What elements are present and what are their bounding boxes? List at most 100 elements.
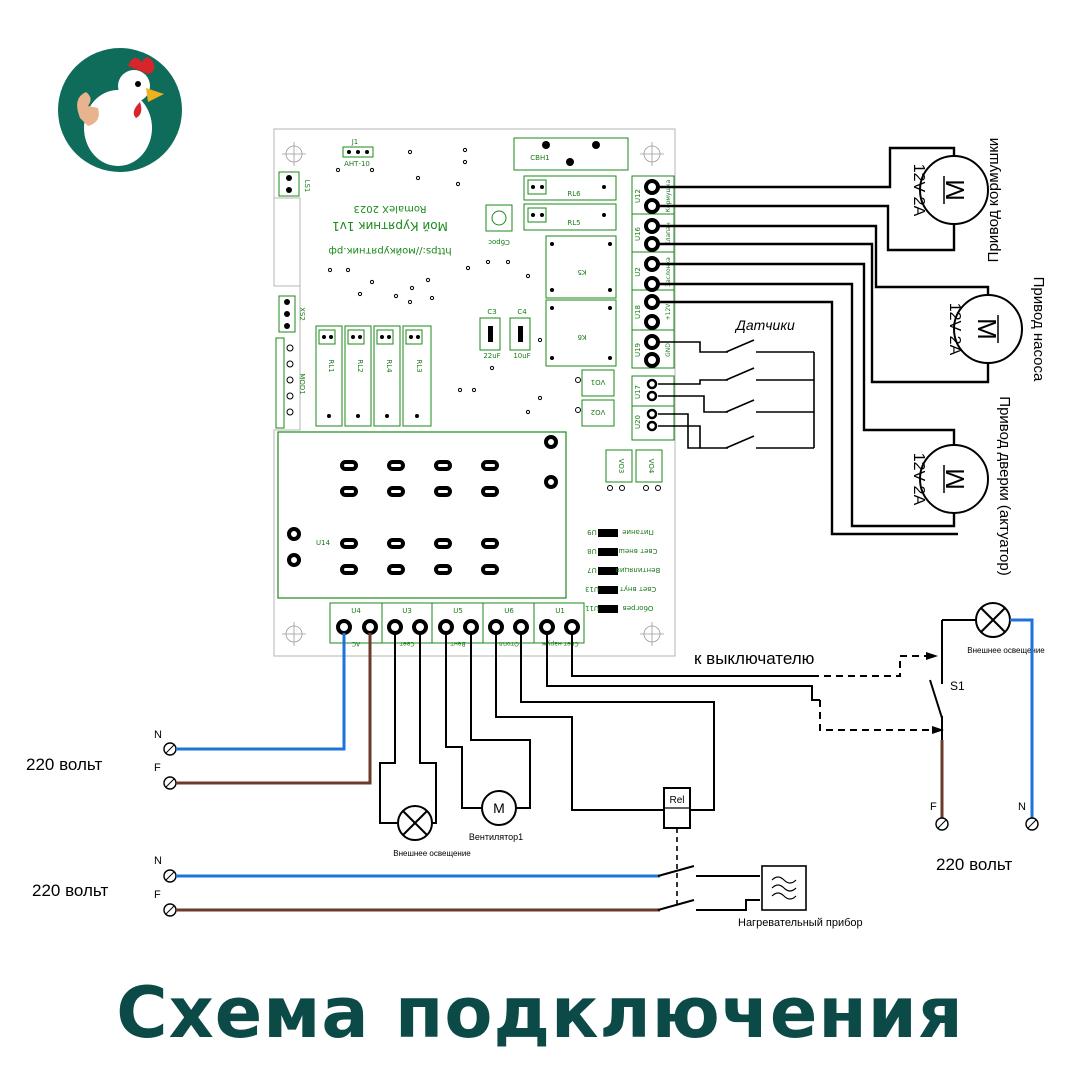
light-wire-a — [379, 633, 400, 824]
relay-rl2-label: RL2 — [356, 359, 364, 372]
fan-wire-a — [445, 633, 482, 809]
vo1-label: VO1 — [591, 378, 606, 386]
terminal-outlight-sub: Свет наруж — [541, 640, 579, 647]
xs2-label: XS2 — [298, 307, 306, 321]
sensor-terminal-block: U17 U20 — [631, 375, 675, 441]
terminal-u19-label: U19 — [634, 343, 642, 357]
mains-terminal-bottom-f — [163, 903, 177, 917]
terminal-u17-label: U17 — [634, 385, 642, 399]
switch-dashed-b — [812, 655, 934, 677]
cap-c3-label: C3 — [487, 308, 496, 316]
relay-rl4: RL4 — [373, 325, 401, 427]
bottom-terminal-block: U4 U3 U5 U6 U1 AC Свет Вент Отопл Свет н… — [329, 602, 585, 647]
motor-feeder-label: Привод кормушки — [985, 138, 1002, 263]
motor-door-actuator: M 12V 2A Привод дверки (актуатор) — [910, 396, 1013, 575]
lamp-outer-light-1-label: Внешнее освещение — [393, 849, 471, 858]
reset-label: Сброс — [488, 238, 510, 246]
motor-wires — [658, 146, 990, 536]
rel-wire-b — [520, 633, 715, 811]
j1-sub-label: АНТ-10 — [344, 160, 370, 168]
f-label-top-left: F — [154, 762, 161, 774]
terminal-ac-sub: AC — [352, 640, 360, 647]
relay-k6-label: K6 — [577, 333, 587, 341]
n-label-bottom-left: N — [154, 855, 162, 867]
fan-motor-symbol: M — [493, 800, 505, 816]
board-author: RomaleX 2023 — [354, 203, 427, 214]
mains-terminal-right-f — [935, 817, 949, 831]
motor-feeder-symbol: M — [940, 179, 970, 201]
board-url: https://мойкурятник.рф — [328, 245, 451, 256]
mod1-label: MOD1 — [298, 373, 306, 394]
n-label-top-left: N — [154, 729, 162, 741]
heater-label: Нагревательный прибор — [738, 917, 863, 929]
terminal-heat-sub: Отопл — [499, 640, 519, 647]
mains-terminal-top-n — [163, 742, 177, 756]
terminal-feeder-sub: Кормушка — [665, 179, 672, 212]
u14-label: U14 — [316, 539, 331, 547]
relay-rl1: RL1 — [315, 325, 343, 427]
terminal-u12-label: U12 — [634, 189, 642, 203]
rel-wire-a — [495, 633, 664, 811]
terminal-gnd-sub: GND — [665, 343, 672, 357]
relay-rl4-label: RL4 — [385, 359, 393, 373]
terminal-12v-sub: +12V — [665, 303, 672, 321]
led-u7-label: U7 — [587, 566, 597, 574]
volt-label-top-left: 220 вольт — [26, 755, 102, 774]
neutral-wire-3 — [1010, 618, 1034, 818]
motor-pump-label: Привод насоса — [1030, 277, 1047, 382]
led-u13-label: U13 — [585, 585, 599, 593]
relay-rl5-label: RL5 — [567, 219, 580, 227]
phase-wire-1 — [176, 633, 372, 785]
heater-relay: Rel — [663, 787, 691, 829]
switch-label: к выключателю — [694, 649, 815, 668]
motor-door-label: Привод дверки (актуатор) — [996, 396, 1013, 575]
mains-terminal-bottom-n — [163, 869, 177, 883]
led-column: Питание Свет внеш Вентиляция Свет внут О… — [585, 528, 660, 613]
neutral-wire-1 — [176, 633, 346, 751]
vo2-label: VO2 — [591, 408, 606, 416]
n-label-right: N — [1018, 801, 1026, 813]
motor-feeder-rating: 12V 2A — [910, 164, 927, 217]
switch-dashed-a — [819, 700, 940, 731]
cap-22uf-label: 22uF — [483, 352, 500, 360]
sensors-label: Датчики — [734, 317, 795, 333]
led-vent-label: Вентиляция — [616, 566, 661, 574]
f-label-bottom-left: F — [154, 889, 161, 901]
vo3-label: VO3 — [617, 459, 625, 474]
led-u11-label: U11 — [585, 604, 599, 612]
lamp-outer-light-2 — [975, 602, 1011, 638]
relay-rl6-label: RL6 — [567, 190, 581, 198]
terminal-u4-label: U4 — [351, 607, 361, 615]
relay-contacts — [657, 865, 760, 911]
led-power-label: Питание — [622, 528, 654, 536]
led-u8-label: U8 — [587, 547, 597, 555]
led-u9-label: U9 — [587, 528, 597, 536]
switch-s1 — [929, 619, 976, 740]
terminal-vent-sub: Вент — [450, 640, 466, 647]
cap-10uf-label: 10uF — [513, 352, 530, 360]
pcb-board: J1 АНТ-10 LS1 Мой Курятник 1v1 RomaleX 2… — [273, 128, 676, 657]
heater-relay-label: Rel — [669, 795, 684, 806]
fan-motor: M — [481, 790, 517, 826]
terminal-u16-label: U16 — [634, 226, 642, 241]
terminal-light-sub: Свет — [399, 640, 414, 647]
relay-k5-label: K5 — [577, 268, 586, 276]
relay-rl3-label: RL3 — [415, 359, 423, 372]
page-title: Схема подключения — [116, 972, 964, 1054]
switch-wire-a — [546, 633, 820, 701]
lamp-outer-light-1 — [397, 805, 433, 841]
ls1-label: LS1 — [303, 180, 311, 193]
switch-wire-b — [571, 633, 812, 677]
vo4-label: VO4 — [647, 459, 655, 474]
board-title: Мой Курятник 1v1 — [332, 219, 448, 233]
motor-door-rating: 12V 2A — [910, 453, 927, 506]
motor-feeder: M 12V 2A Привод кормушки — [910, 138, 1002, 263]
right-terminal-block: U12 U16 U2 U18 U19 Кормушка Клапан Засло… — [631, 175, 675, 369]
motor-pump: M 12V 2A Привод насоса — [946, 277, 1047, 382]
volt-label-bottom-left: 220 вольт — [32, 881, 108, 900]
terminal-u2-label: U2 — [634, 267, 642, 277]
terminal-u5-label: U5 — [453, 607, 463, 615]
lamp-outer-light-2-label: Внешнее освещение — [967, 646, 1045, 655]
